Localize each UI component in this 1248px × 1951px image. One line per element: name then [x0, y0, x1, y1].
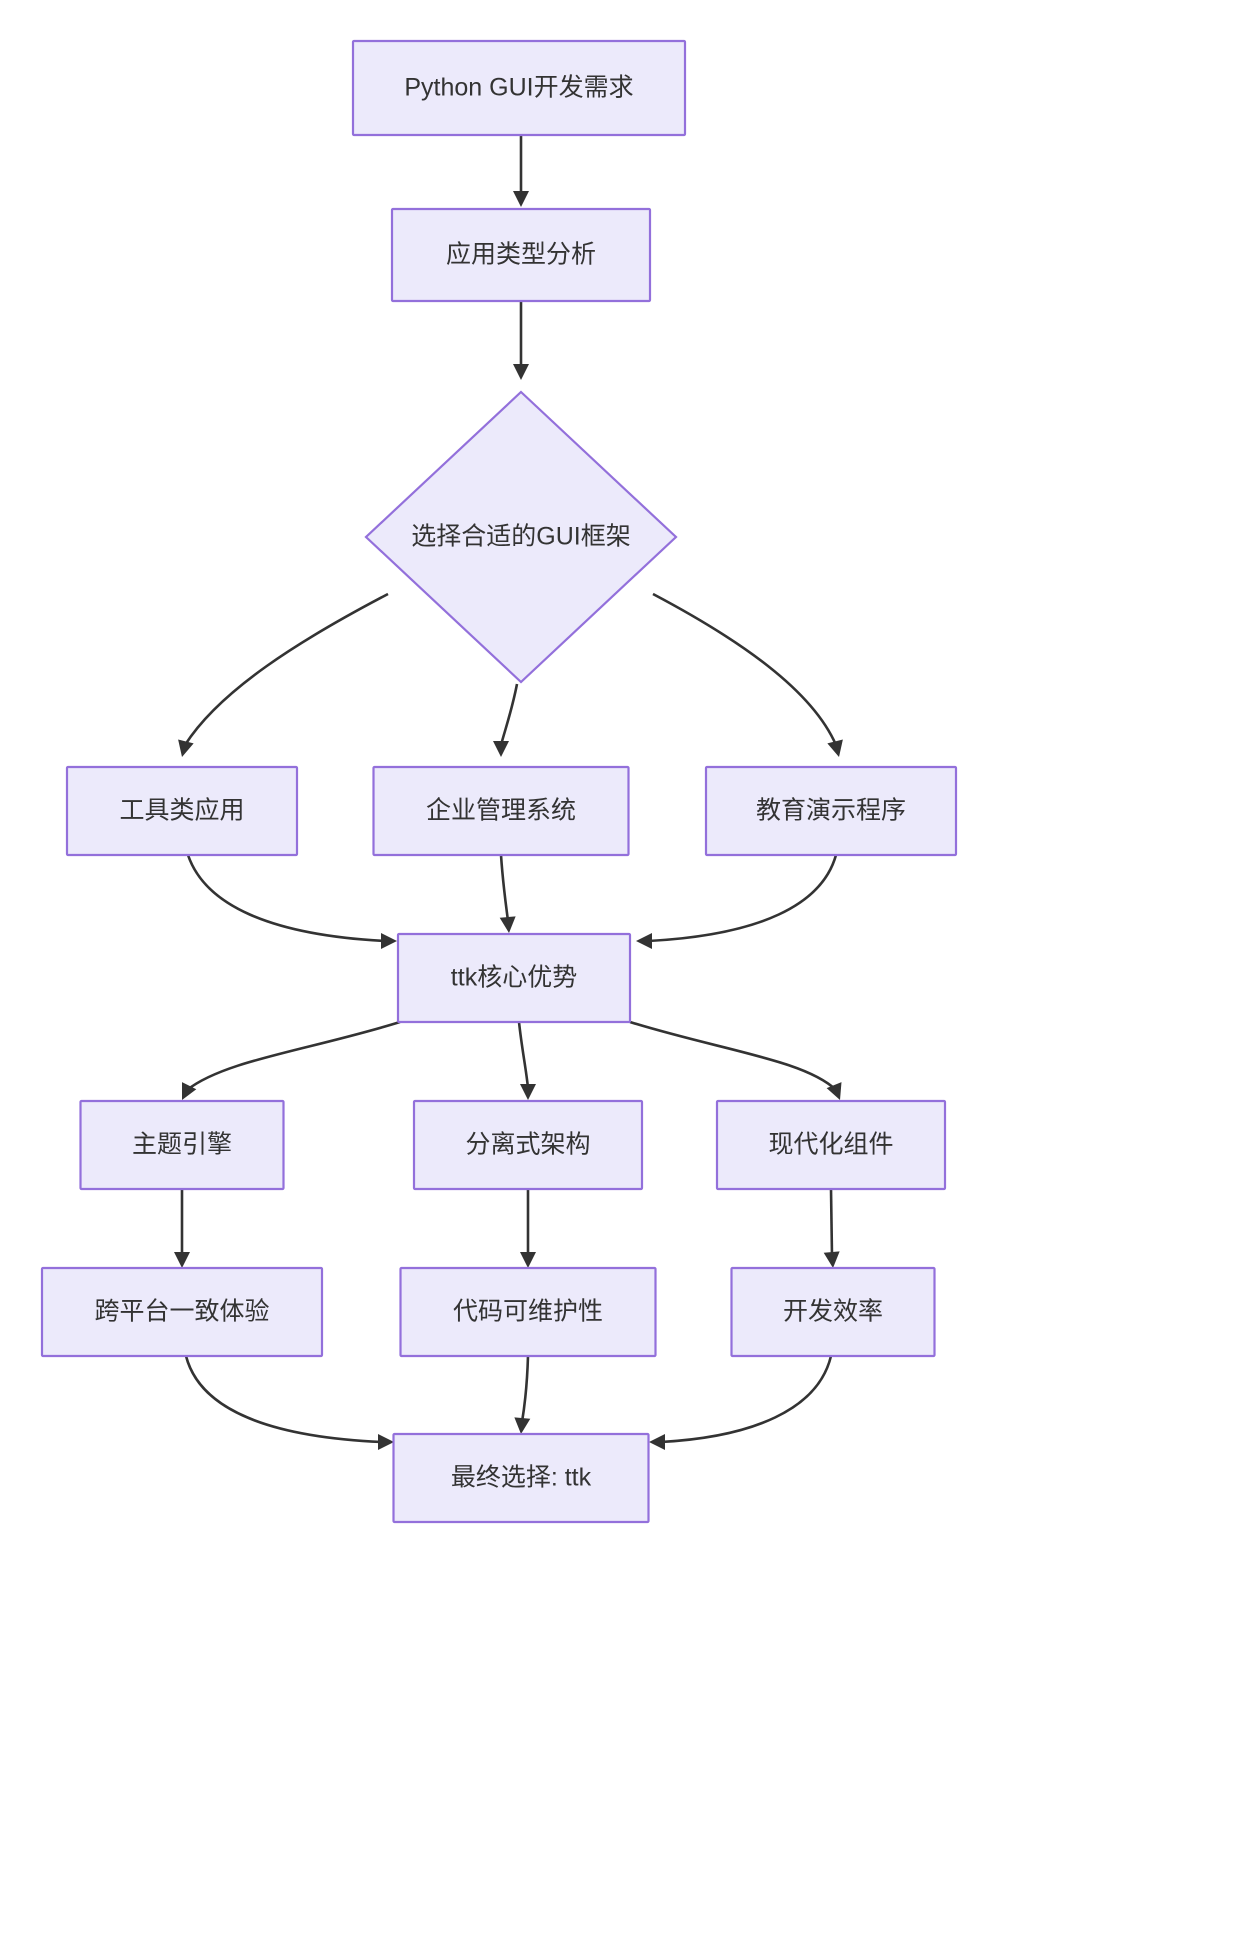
edge-arrowhead — [520, 1084, 536, 1100]
node-n1[interactable]: Python GUI开发需求 — [351, 39, 687, 137]
process-box[interactable] — [79, 1099, 285, 1191]
node-label: 主题引擎 — [132, 1131, 232, 1159]
process-box[interactable] — [715, 1099, 947, 1191]
edge-n2-to-n3 — [513, 301, 529, 380]
edge-arrowhead — [636, 933, 652, 949]
process-box[interactable] — [392, 1432, 650, 1524]
edge-line — [652, 592, 838, 746]
edge-arrowhead — [493, 741, 509, 757]
edge-line — [186, 854, 386, 943]
node-label: 应用类型分析 — [446, 241, 596, 269]
edge-line — [184, 1355, 383, 1444]
node-label: 分离式架构 — [465, 1131, 590, 1159]
process-box[interactable] — [730, 1266, 936, 1358]
edge-n5-to-n7 — [499, 854, 516, 933]
process-box[interactable] — [65, 765, 299, 857]
node-n8[interactable]: 主题引擎 — [79, 1099, 285, 1191]
node-n6[interactable]: 教育演示程序 — [704, 765, 958, 857]
edge-arrowhead — [174, 1252, 190, 1268]
edge-n3-to-n6 — [652, 592, 843, 757]
edge-n7-to-n8 — [181, 1020, 401, 1100]
node-label: 开发效率 — [783, 1298, 883, 1326]
edge-line — [520, 1355, 530, 1423]
edge-n8-to-n11 — [174, 1189, 190, 1268]
edge-arrowhead — [178, 739, 194, 757]
edge-n7-to-n9 — [517, 1021, 536, 1100]
edge-arrowhead — [513, 191, 529, 207]
node-label: 企业管理系统 — [426, 797, 576, 825]
edges-layer — [174, 136, 843, 1450]
process-box[interactable] — [390, 207, 652, 303]
node-n13[interactable]: 开发效率 — [730, 1266, 936, 1358]
process-box[interactable] — [412, 1099, 644, 1191]
node-label: 跨平台一致体验 — [94, 1298, 269, 1326]
edge-n11-to-n14 — [184, 1355, 394, 1450]
process-box[interactable] — [704, 765, 958, 857]
edge-line — [499, 854, 510, 922]
edge-line — [647, 854, 838, 943]
node-label: 选择合适的GUI框架 — [411, 523, 630, 551]
edge-line — [629, 1020, 837, 1091]
node-n3[interactable]: 选择合适的GUI框架 — [364, 390, 678, 684]
node-n7[interactable]: ttk核心优势 — [396, 932, 632, 1024]
edge-n1-to-n2 — [513, 136, 529, 207]
node-label: 工具类应用 — [119, 797, 244, 825]
edge-n7-to-n10 — [629, 1020, 842, 1100]
edge-arrowhead — [513, 364, 529, 380]
process-box[interactable] — [399, 1266, 657, 1358]
node-label: ttk核心优势 — [451, 964, 577, 992]
decision-diamond[interactable] — [364, 390, 678, 684]
node-n4[interactable]: 工具类应用 — [65, 765, 299, 857]
edge-line — [499, 683, 519, 746]
edge-n6-to-n7 — [636, 854, 838, 949]
edge-line — [517, 1021, 530, 1089]
edge-n3-to-n5 — [493, 683, 519, 757]
node-n10[interactable]: 现代化组件 — [715, 1099, 947, 1191]
node-label: 教育演示程序 — [756, 797, 906, 825]
node-n14[interactable]: 最终选择: ttk — [392, 1432, 650, 1524]
node-label: 现代化组件 — [768, 1131, 893, 1159]
process-box[interactable] — [372, 765, 630, 857]
node-n9[interactable]: 分离式架构 — [412, 1099, 644, 1191]
edge-arrowhead — [514, 1417, 531, 1434]
edge-n9-to-n12 — [520, 1189, 536, 1268]
edge-n10-to-n13 — [823, 1188, 840, 1268]
node-n11[interactable]: 跨平台一致体验 — [40, 1266, 324, 1358]
edge-arrowhead — [378, 1434, 394, 1450]
edge-arrowhead — [827, 739, 843, 757]
edge-n3-to-n4 — [178, 592, 389, 757]
edge-arrowhead — [823, 1251, 840, 1268]
node-label: 代码可维护性 — [453, 1298, 603, 1326]
edge-line — [829, 1188, 834, 1257]
edge-line — [660, 1355, 833, 1444]
edge-arrowhead — [520, 1252, 536, 1268]
node-n2[interactable]: 应用类型分析 — [390, 207, 652, 303]
edge-line — [183, 592, 389, 746]
edge-arrowhead — [499, 916, 516, 933]
node-label: Python GUI开发需求 — [404, 74, 633, 102]
edge-arrowhead — [181, 1082, 197, 1100]
edge-n12-to-n14 — [514, 1355, 531, 1434]
process-box[interactable] — [396, 932, 632, 1024]
edge-arrowhead — [381, 933, 397, 949]
node-n12[interactable]: 代码可维护性 — [399, 1266, 657, 1358]
process-box[interactable] — [351, 39, 687, 137]
process-box[interactable] — [40, 1266, 324, 1358]
node-label: 最终选择: ttk — [451, 1464, 592, 1492]
edge-line — [186, 1020, 401, 1092]
node-n5[interactable]: 企业管理系统 — [372, 765, 630, 857]
edge-n13-to-n14 — [649, 1355, 833, 1450]
edge-n4-to-n7 — [186, 854, 397, 949]
edge-arrowhead — [649, 1434, 665, 1450]
